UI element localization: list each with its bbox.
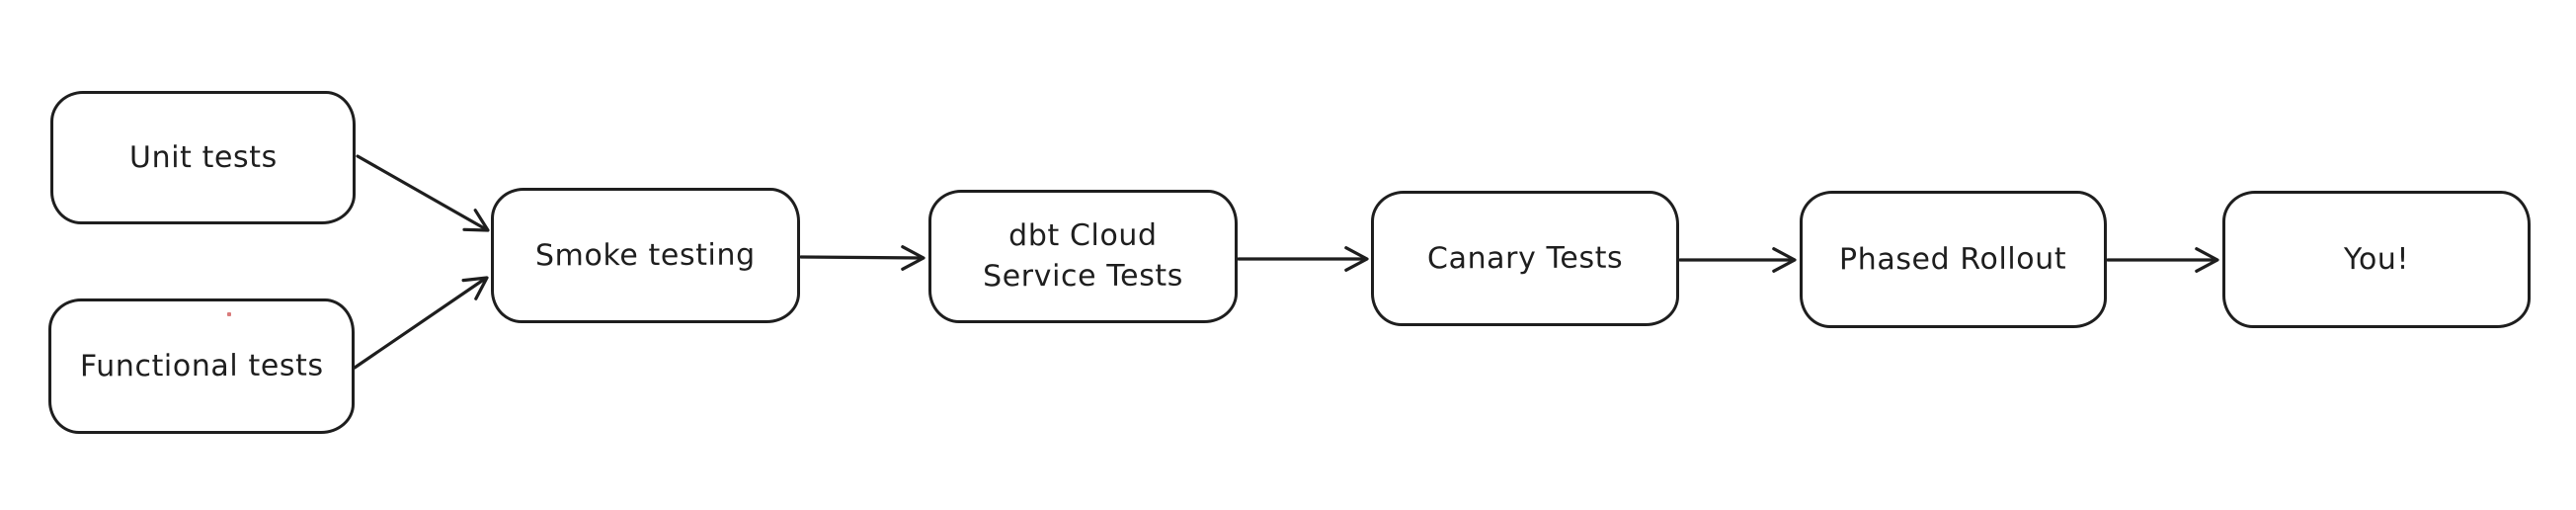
arrow-smoke-testing-to-dbt-cloud-service-tests [799,245,926,271]
arrowhead-icon [1772,247,1797,273]
node-functional-tests: Functional tests [48,298,355,434]
node-phased-rollout: Phased Rollout [1800,191,2107,328]
node-label: You! [2343,241,2410,277]
node-label: Unit tests [128,139,278,176]
node-smoke-testing: Smoke testing [491,188,800,323]
node-label: Phased Rollout [1839,241,2067,278]
node-label: Smoke testing [535,237,756,274]
node-canary-tests: Canary Tests [1371,191,1679,326]
arrow-functional-tests-to-smoke-testing [353,276,489,370]
node-you: You! [2222,191,2531,328]
node-label: Canary Tests [1426,240,1624,277]
arrowhead-icon [1344,246,1369,272]
red-speck-artifact [227,312,231,316]
node-label: dbt Cloud Service Tests [983,217,1184,295]
arrowhead-icon [462,209,490,232]
node-dbt-cloud-service-tests: dbt Cloud Service Tests [928,190,1238,323]
arrowhead-icon [901,245,926,271]
arrow-phased-rollout-to-you [2106,247,2219,273]
node-label: Functional tests [79,348,324,384]
arrowhead-icon [461,276,489,300]
arrow-unit-tests-to-smoke-testing [356,154,490,232]
arrow-dbt-cloud-service-tests-to-canary-tests [1237,246,1369,272]
arrowhead-icon [2195,247,2219,273]
arrow-canary-tests-to-phased-rollout [1678,247,1797,273]
node-unit-tests: Unit tests [50,91,356,224]
